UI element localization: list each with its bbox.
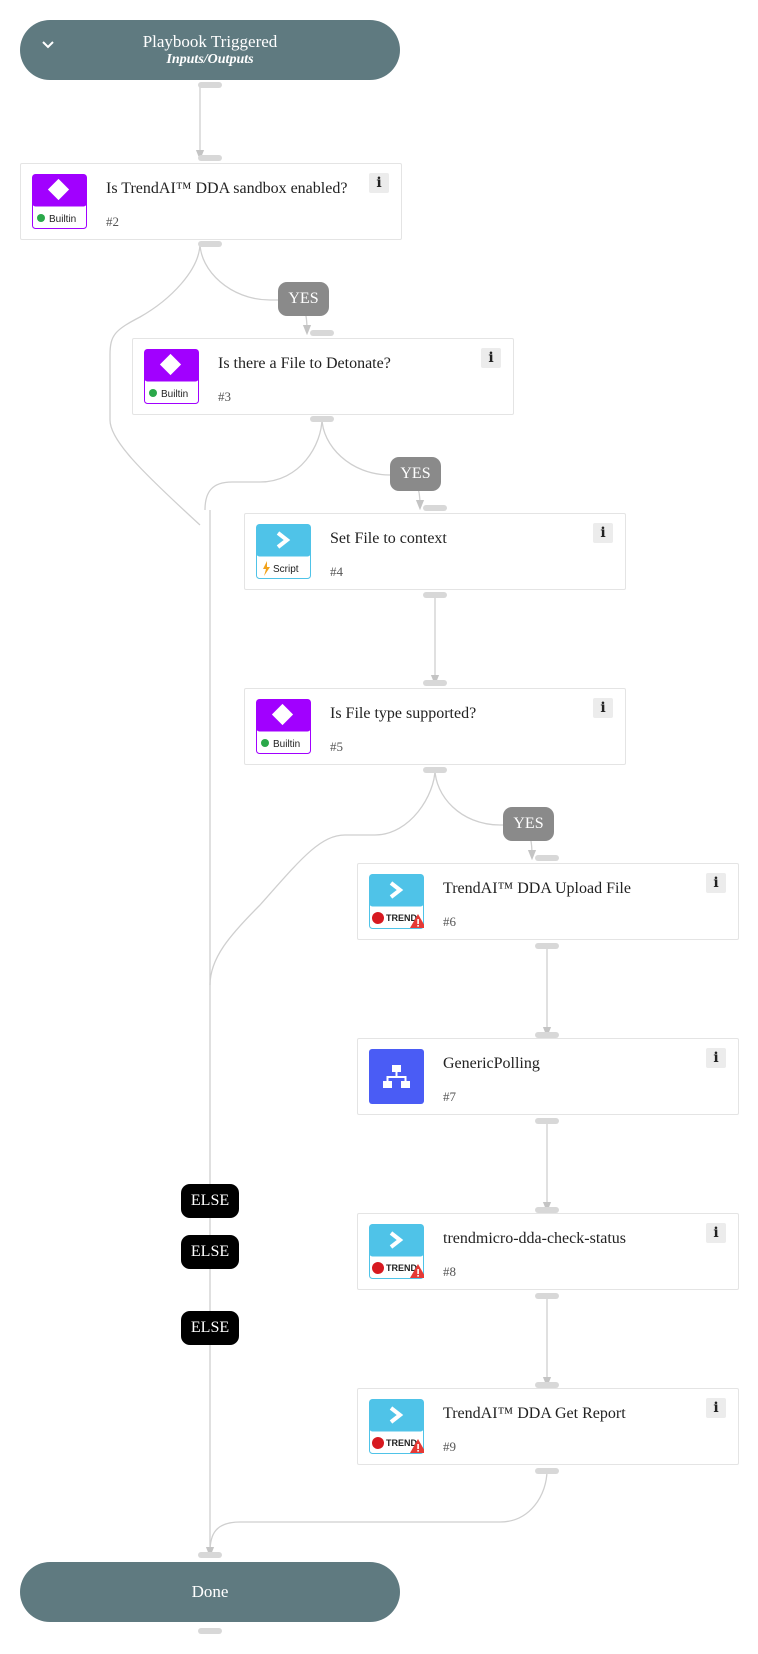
info-icon[interactable]: i <box>369 173 389 193</box>
warning-icon <box>410 1439 424 1453</box>
node-title: GenericPolling <box>443 1055 540 1072</box>
trend-micro-integration-icon: TREND <box>369 874 424 929</box>
task-node-2[interactable]: Builtin Is TrendAI™ DDA sandbox enabled?… <box>20 163 402 240</box>
node-title: Is TrendAI™ DDA sandbox enabled? <box>106 180 348 197</box>
svg-text:TREND: TREND <box>386 913 417 923</box>
svg-text:TREND: TREND <box>386 1263 417 1273</box>
svg-text:Script: Script <box>273 564 299 575</box>
yes-label[interactable]: YES <box>278 282 329 316</box>
task-node-9[interactable]: TREND TrendAI™ DDA Get Report #9 i <box>357 1388 739 1465</box>
else-label[interactable]: ELSE <box>181 1184 239 1218</box>
node-number: #7 <box>443 1089 456 1104</box>
node-number: #5 <box>330 739 343 754</box>
svg-text:Builtin: Builtin <box>161 389 188 400</box>
node-number: #4 <box>330 564 343 579</box>
info-icon[interactable]: i <box>481 348 501 368</box>
task-node-6[interactable]: TREND TrendAI™ DDA Upload File #6 i <box>357 863 739 940</box>
node-title: TrendAI™ DDA Get Report <box>443 1405 626 1422</box>
playbook-triggered-node[interactable]: Playbook Triggered Inputs/Outputs <box>20 20 400 80</box>
sub-playbook-icon <box>369 1049 424 1104</box>
node-title: Set File to context <box>330 530 447 547</box>
trend-micro-integration-icon: TREND <box>369 1224 424 1279</box>
start-subtitle[interactable]: Inputs/Outputs <box>166 52 254 67</box>
node-number: #3 <box>218 389 231 404</box>
builtin-condition-icon: Builtin <box>32 174 87 229</box>
builtin-condition-icon: Builtin <box>256 699 311 754</box>
node-number: #9 <box>443 1439 456 1454</box>
chevron-down-icon[interactable] <box>40 36 56 52</box>
node-title: Is there a File to Detonate? <box>218 355 391 372</box>
else-label[interactable]: ELSE <box>181 1311 239 1345</box>
info-icon[interactable]: i <box>706 873 726 893</box>
node-number: #2 <box>106 214 119 229</box>
script-icon: Script <box>256 524 311 579</box>
node-title: TrendAI™ DDA Upload File <box>443 880 631 897</box>
info-icon[interactable]: i <box>706 1398 726 1418</box>
else-label[interactable]: ELSE <box>181 1235 239 1269</box>
node-number: #8 <box>443 1264 456 1279</box>
svg-text:Builtin: Builtin <box>273 739 300 750</box>
svg-text:Builtin: Builtin <box>49 214 76 225</box>
svg-text:TREND: TREND <box>386 1438 417 1448</box>
done-node[interactable]: Done <box>20 1562 400 1622</box>
yes-label[interactable]: YES <box>390 457 441 491</box>
node-title: trendmicro-dda-check-status <box>443 1230 627 1247</box>
task-node-3[interactable]: Builtin Is there a File to Detonate? #3 … <box>132 338 514 415</box>
task-node-8[interactable]: TREND trendmicro-dda-check-status #8 i <box>357 1213 739 1290</box>
builtin-condition-icon: Builtin <box>144 349 199 404</box>
info-icon[interactable]: i <box>706 1223 726 1243</box>
end-title: Done <box>191 1582 229 1601</box>
task-node-4[interactable]: Script Set File to context #4 i <box>244 513 626 590</box>
info-icon[interactable]: i <box>593 523 613 543</box>
warning-icon <box>410 914 424 928</box>
task-node-7[interactable]: GenericPolling #7 i <box>357 1038 739 1115</box>
node-number: #6 <box>443 914 456 929</box>
warning-icon <box>410 1264 424 1278</box>
task-node-5[interactable]: Builtin Is File type supported? #5 i <box>244 688 626 765</box>
yes-label[interactable]: YES <box>503 807 554 841</box>
info-icon[interactable]: i <box>593 698 613 718</box>
start-title: Playbook Triggered <box>142 32 278 51</box>
trend-micro-integration-icon: TREND <box>369 1399 424 1454</box>
node-title: Is File type supported? <box>330 705 477 722</box>
info-icon[interactable]: i <box>706 1048 726 1068</box>
